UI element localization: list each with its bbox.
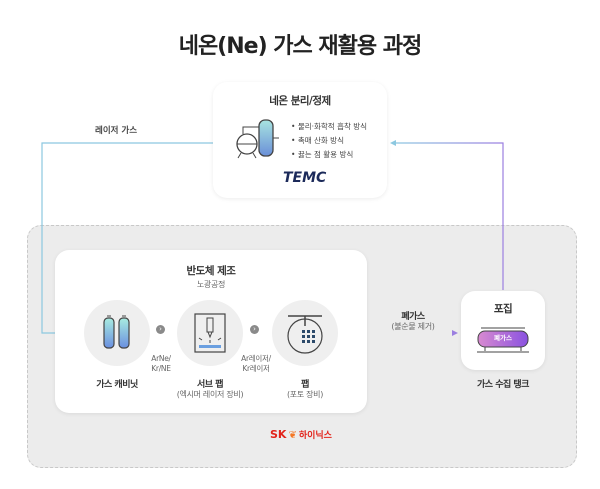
arrow-icon [390, 140, 396, 146]
connector-label: Ar레이저/ Kr레이저 [241, 354, 271, 373]
manufacturing-title: 반도체 제조 [186, 265, 236, 277]
gas-cylinder-icon [103, 315, 130, 349]
hynix-logo-text: 하이닉스 [298, 431, 332, 441]
next-step-icon: › [156, 325, 165, 334]
return-line [393, 142, 504, 290]
sk-hynix-logo: SK ❦ 하이닉스 [270, 428, 332, 441]
manufacturing-subtitle: 노광공정 [196, 280, 226, 289]
arrow-icon [452, 330, 458, 336]
temc-logo: TEMC [283, 170, 327, 186]
gas-tank-icon [477, 327, 529, 353]
step-sublabel: (포토 장비) [286, 390, 324, 399]
step-label: 가스 캐비닛 [96, 380, 138, 390]
fab-circle [272, 300, 338, 366]
page-title: 네온(Ne) 가스 재활용 과정 [178, 34, 423, 59]
semiconductor-manufacturing-card: 반도체 제조 노광공정 › › ArNe/ Kr/NE Ar레이저/ Kr레이저… [55, 250, 367, 413]
step-sublabel: (엑시머 레이저 장비) [176, 390, 244, 399]
collection-caption: 가스 수집 탱크 [477, 380, 529, 390]
gas-cabinet-circle [84, 300, 150, 366]
neon-purification-card: 네온 분리/정제 • 물리·화학적 흡착 방식 • 촉매 산화 방식 • 끓는 … [213, 82, 387, 198]
butterfly-icon: ❦ [288, 430, 297, 441]
laser-gas-label: 레이저 가스 [95, 126, 138, 136]
tank-label: 폐가스 [494, 334, 512, 342]
method-item: • 끓는 점 활용 방식 [291, 150, 354, 159]
collection-title: 포집 [493, 303, 513, 315]
wafer-photo-icon [287, 315, 323, 354]
method-item: • 촉매 산화 방식 [291, 136, 344, 145]
connector-label: ArNe/ Kr/NE [151, 354, 171, 373]
step-label: 팹 [301, 380, 309, 390]
purification-tank-icon [236, 119, 279, 159]
method-item: • 물리·화학적 흡착 방식 [291, 122, 368, 131]
step-label: 서브 팹 [197, 380, 223, 390]
waste-gas-sublabel: (불순물 제거) [391, 322, 435, 331]
purification-title: 네온 분리/정제 [269, 95, 331, 107]
collection-card: 포집 폐가스 [461, 291, 545, 370]
sub-fab-circle [177, 300, 243, 366]
waste-gas-label: 폐가스 [401, 312, 425, 322]
sk-logo-text: SK [270, 428, 287, 441]
excimer-laser-icon [194, 313, 226, 353]
next-step-icon: › [250, 325, 259, 334]
